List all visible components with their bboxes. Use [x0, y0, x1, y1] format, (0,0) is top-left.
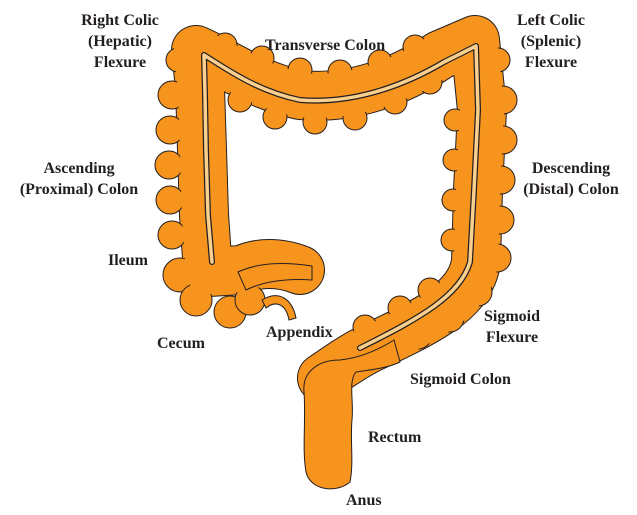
label-left-colic-line1: Left Colic	[496, 10, 606, 31]
label-ileum: Ileum	[108, 250, 148, 271]
label-sigmoid-flexure-line2: Flexure	[472, 327, 552, 348]
appendix-tube	[262, 296, 296, 320]
label-rectum: Rectum	[368, 427, 421, 448]
label-sigmoid-flexure-line1: Sigmoid	[472, 306, 552, 327]
label-anus: Anus	[346, 490, 382, 511]
label-sigmoid-colon: Sigmoid Colon	[410, 369, 511, 390]
label-descending-line2: (Distal) Colon	[506, 179, 636, 200]
label-appendix: Appendix	[266, 322, 333, 343]
large-intestine-body	[155, 33, 517, 489]
colon-fill-inner	[196, 40, 482, 378]
label-left-colic-flexure: Left Colic (Splenic) Flexure	[496, 10, 606, 73]
label-ascending-line1: Ascending	[4, 158, 154, 179]
label-transverse-colon: Transverse Colon	[265, 35, 385, 56]
label-left-colic-line2: (Splenic)	[496, 31, 606, 52]
label-descending-colon: Descending (Distal) Colon	[506, 158, 636, 200]
label-right-colic-line3: Flexure	[60, 52, 180, 73]
label-sigmoid-flexure: Sigmoid Flexure	[472, 306, 552, 348]
label-left-colic-line3: Flexure	[496, 52, 606, 73]
label-descending-line1: Descending	[506, 158, 636, 179]
label-right-colic-flexure: Right Colic (Hepatic) Flexure	[60, 10, 180, 73]
label-cecum: Cecum	[157, 333, 205, 354]
label-ascending-colon: Ascending (Proximal) Colon	[4, 158, 154, 200]
label-right-colic-line2: (Hepatic)	[60, 31, 180, 52]
label-ascending-line2: (Proximal) Colon	[4, 179, 154, 200]
label-right-colic-line1: Right Colic	[60, 10, 180, 31]
